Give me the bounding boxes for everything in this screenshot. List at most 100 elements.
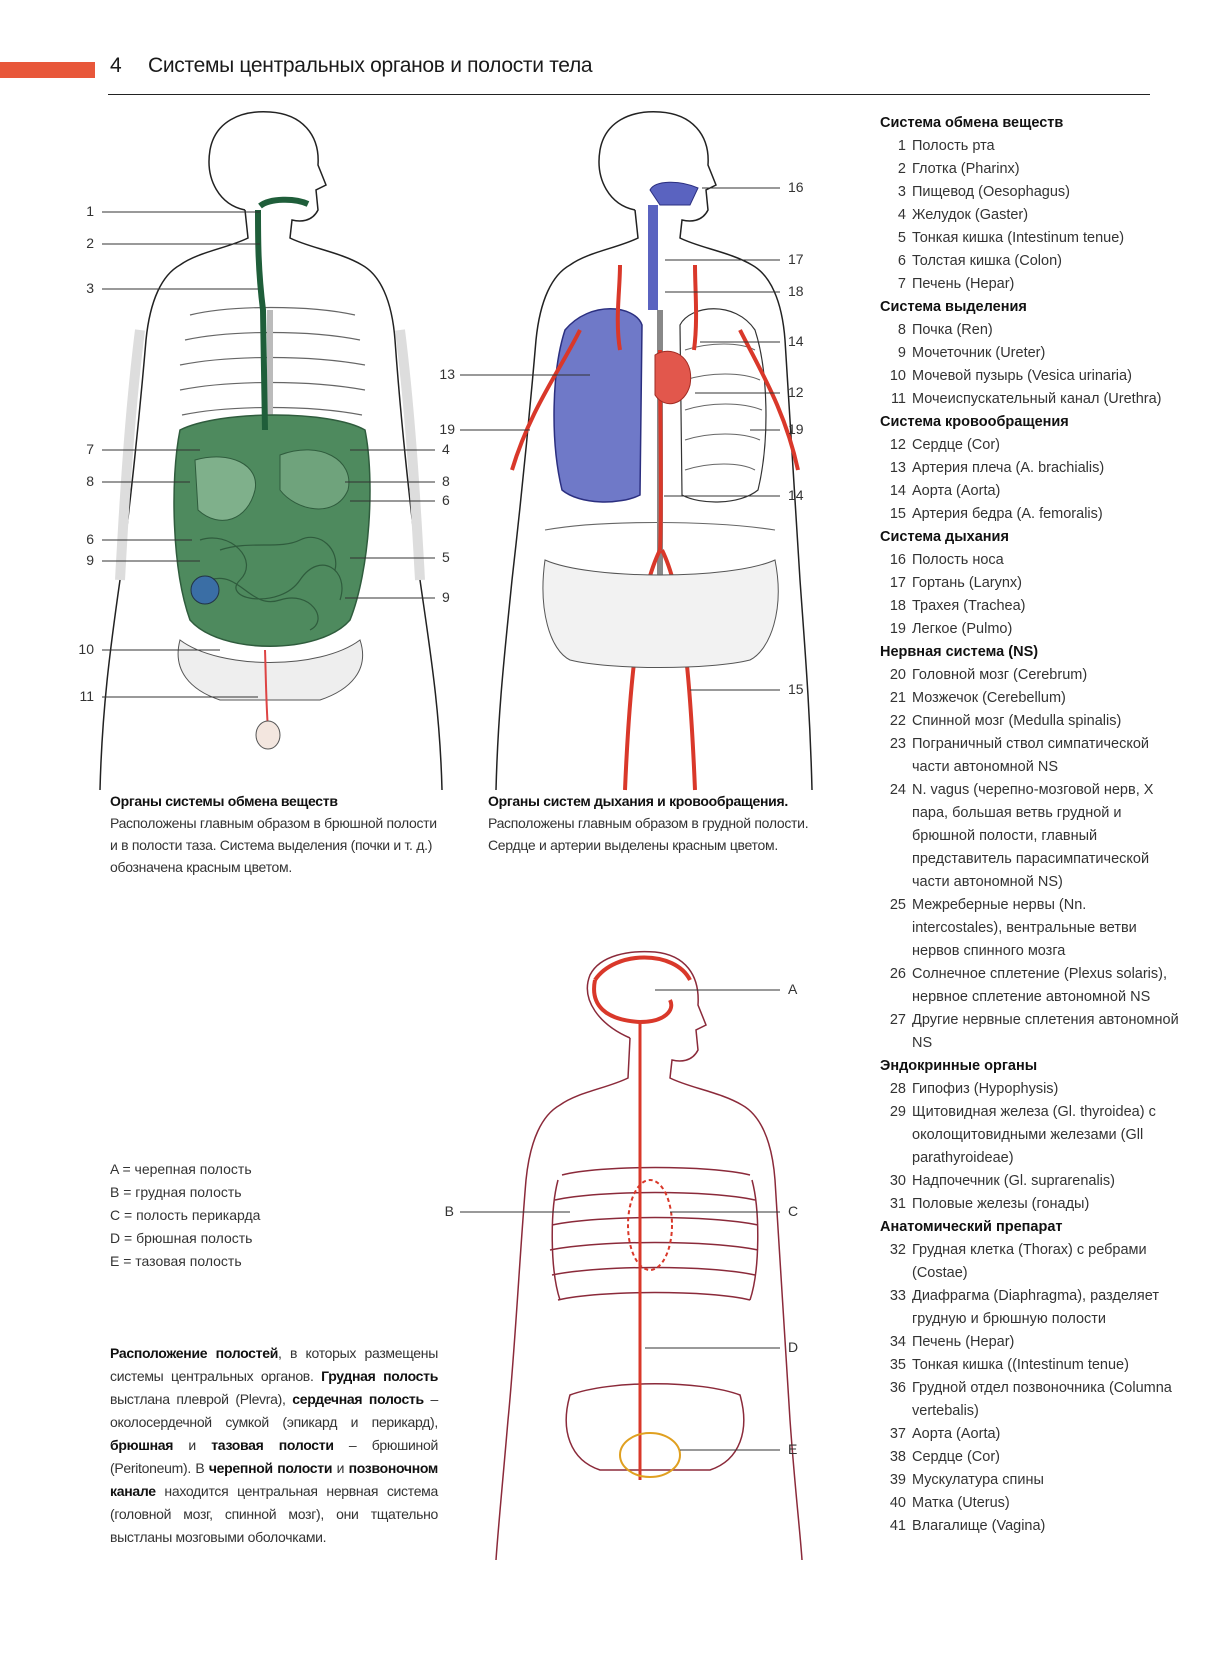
item-number: 13: [889, 460, 906, 476]
legend-list-item: 20 Головной мозг (Cerebrum): [880, 664, 1180, 687]
cavities-term-cardiac: сердечная полость: [292, 1391, 424, 1407]
fig1-label-10: 10: [78, 641, 94, 657]
item-text: Мочевой пузырь (Vesica urinaria): [912, 368, 1132, 384]
figure-body-cavities: A B C D E: [445, 950, 803, 1561]
item-number: 30: [889, 1173, 906, 1189]
figure-digestive-system: 1 2 3 7 8 6 9 10 11 4 8 6 5 9: [78, 111, 450, 791]
item-number: 6: [897, 253, 906, 269]
item-number: 2: [897, 161, 906, 177]
item-number: 39: [889, 1472, 906, 1488]
legend-item-E: E = тазовая полость: [110, 1253, 242, 1269]
legend-list-item: 30 Надпочечник (Gl. suprarenalis): [880, 1170, 1180, 1193]
item-number: 31: [889, 1196, 906, 1212]
header-accent-bar: [0, 62, 95, 78]
item-text: Гортань (Larynx): [912, 575, 1023, 591]
legend-list-item: 6 Толстая кишка (Colon): [880, 250, 1180, 273]
item-number: 12: [889, 437, 906, 453]
cavities-description: Расположение полостей, в которых размеще…: [110, 1342, 438, 1549]
cavities-term-cranial: черепной полости: [208, 1460, 333, 1476]
legend-list-item: 36 Грудной отдел позвоночника (Columna ve…: [880, 1377, 1180, 1423]
cavities-text-part: – околосердечной сумкой (эпикард и перик…: [110, 1391, 438, 1430]
item-text: Глотка (Pharinx): [912, 161, 1020, 177]
legend-list-item: 16 Полость носа: [880, 549, 1180, 572]
item-text: Спинной мозг (Medulla spinalis): [912, 713, 1122, 729]
fig1-label-5: 5: [442, 549, 450, 565]
fig1-label-9-right: 9: [442, 589, 450, 605]
item-number: 20: [889, 667, 906, 683]
item-text: Мозжечок (Cerebellum): [912, 690, 1066, 706]
item-number: 38: [889, 1449, 906, 1465]
item-number: 10: [889, 368, 906, 384]
item-text: Толстая кишка (Colon): [912, 253, 1062, 269]
fig2-label-17: 17: [788, 251, 804, 267]
legend-list-item: 28 Гипофиз (Hypophysis): [880, 1078, 1180, 1101]
cavities-term-spinal-canal: позвоночном канале: [110, 1460, 438, 1499]
item-text: Грудная клетка (Thorax) с ребрами (Costa…: [912, 1242, 1147, 1281]
figure2-caption-text: Расположены главным образом в грудной по…: [488, 815, 809, 853]
cavities-text-part: выстлана плеврой (Plevra),: [110, 1391, 293, 1407]
fig1-label-2: 2: [86, 235, 94, 251]
fig2-label-14-upper: 14: [788, 333, 804, 349]
item-number: 22: [889, 713, 906, 729]
legend-list-item: 39 Мускулатура спины: [880, 1469, 1180, 1492]
section-title: Система кровообращения: [880, 414, 1069, 430]
item-text: Пограничный ствол симпатической части ав…: [912, 736, 1149, 775]
item-number: 29: [889, 1104, 906, 1120]
item-text: Сердце (Cor): [912, 437, 1000, 453]
legend-item-C: C = полость перикарда: [110, 1207, 261, 1223]
item-number: 34: [889, 1334, 906, 1350]
fig3-label-C: C: [788, 1203, 798, 1219]
item-number: 28: [889, 1081, 906, 1097]
item-number: 36: [889, 1380, 906, 1396]
item-text: Полость носа: [912, 552, 1004, 568]
item-text: Головной мозг (Cerebrum): [912, 667, 1088, 683]
item-text: Мускулатура спины: [912, 1472, 1044, 1488]
legend-list-item: 13 Артерия плеча (A. brachialis): [880, 457, 1180, 480]
item-number: 40: [889, 1495, 906, 1511]
fig1-label-3: 3: [86, 280, 94, 296]
legend-item-D: D = брюшная полость: [110, 1230, 253, 1246]
fig2-label-12: 12: [788, 384, 804, 400]
figure-respiratory-circulatory: 16 17 18 14 12 19 14 15 13 19: [439, 111, 813, 791]
item-text: Надпочечник (Gl. suprarenalis): [912, 1173, 1115, 1189]
legend-list-item: 2 Глотка (Pharinx): [880, 158, 1180, 181]
item-text: Артерия плеча (A. brachialis): [912, 460, 1105, 476]
cavities-term-abdominal: брюшная: [110, 1437, 174, 1453]
item-text: Гипофиз (Hypophysis): [912, 1081, 1059, 1097]
item-text: Грудной отдел позвоночника (Columna vert…: [912, 1380, 1172, 1419]
item-number: 14: [889, 483, 906, 499]
cavities-text-part: и: [173, 1437, 212, 1453]
item-number: 11: [890, 391, 906, 407]
item-number: 19: [889, 621, 906, 637]
item-number: 16: [889, 552, 906, 568]
cavities-text-part: – брюшиной (Peritoneum). В: [110, 1437, 438, 1476]
item-text: Желудок (Gaster): [912, 207, 1029, 223]
legend-list-item: 22 Спинной мозг (Medulla spinalis): [880, 710, 1180, 733]
fig3-label-E: E: [788, 1441, 797, 1457]
page-title: Системы центральных органов и полости те…: [148, 54, 593, 77]
item-text: N. vagus (черепно-мозговой нерв, X пара,…: [912, 782, 1154, 890]
item-number: 17: [889, 575, 906, 591]
section-title: Анатомический препарат: [880, 1219, 1063, 1235]
legend-list-item: 17 Гортань (Larynx): [880, 572, 1180, 595]
item-number: 7: [897, 276, 906, 292]
item-text: Печень (Hepar): [912, 276, 1015, 292]
fig2-label-14-lower: 14: [788, 487, 804, 503]
fig1-label-9-left: 9: [86, 552, 94, 568]
item-text: Полость рта: [912, 138, 995, 154]
cavities-text-part: находится центральная нервная система (г…: [110, 1483, 438, 1545]
item-text: Диафрагма (Diaphragma), разделяет грудну…: [912, 1288, 1159, 1327]
item-text: Почка (Ren): [912, 322, 993, 338]
item-text: Сердце (Cor): [912, 1449, 1000, 1465]
